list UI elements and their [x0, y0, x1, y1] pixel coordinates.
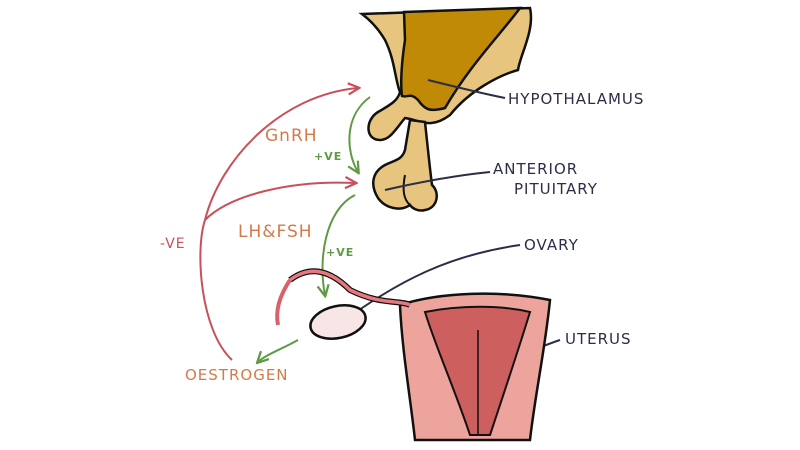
- oestrogen-negative-effect: -VE: [160, 236, 186, 252]
- label-hypothalamus: HYPOTHALAMUS: [508, 90, 645, 108]
- label-pituitary: PITUITARY: [514, 180, 598, 198]
- hormone-lh-fsh: LH&FSH: [238, 222, 313, 242]
- label-anterior: ANTERIOR: [493, 160, 579, 178]
- label-ovary: OVARY: [524, 236, 579, 254]
- positive-arrows: [258, 96, 371, 362]
- gnrh-positive-effect: +VE: [314, 150, 343, 163]
- hypothalamus-shape: [358, 6, 533, 142]
- hormone-oestrogen: OESTROGEN: [185, 366, 289, 384]
- anterior-pituitary-shape: [372, 118, 438, 212]
- negative-feedback-arrows: [199, 88, 358, 361]
- label-uterus: UTERUS: [565, 330, 632, 348]
- lhfsh-positive-effect: +VE: [326, 246, 355, 259]
- hormone-gnrh: GnRH: [265, 126, 318, 146]
- ovary-and-tube: [275, 268, 412, 340]
- uterus-shape: [398, 292, 552, 442]
